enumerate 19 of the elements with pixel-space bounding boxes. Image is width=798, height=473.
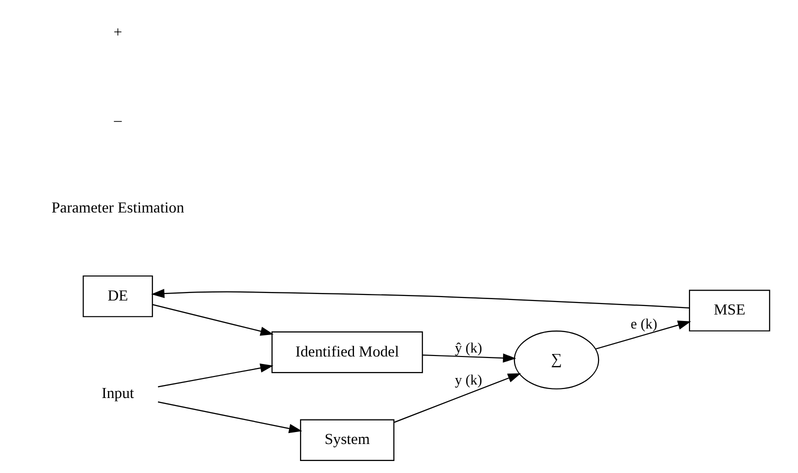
edge-label: ŷ (k) <box>454 340 482 357</box>
node-box: MSE <box>688 290 770 332</box>
node-box: Identified Model <box>271 331 423 374</box>
node-box: DE <box>82 275 153 318</box>
arrow <box>158 363 274 388</box>
edge-label: e (k) <box>630 316 658 333</box>
node-box: System <box>300 419 394 461</box>
arrow <box>158 401 302 434</box>
label: – <box>114 112 122 129</box>
arrow <box>422 353 516 363</box>
arrow <box>152 304 274 336</box>
label: Parameter Estimation <box>52 200 184 217</box>
arrow <box>151 288 690 308</box>
edge-label: y (k) <box>454 372 482 389</box>
node-ellipse: ∑ <box>514 330 600 390</box>
node-text: Input <box>102 385 134 402</box>
arrow <box>595 320 692 350</box>
label: + <box>114 24 122 41</box>
arrow <box>394 373 522 423</box>
